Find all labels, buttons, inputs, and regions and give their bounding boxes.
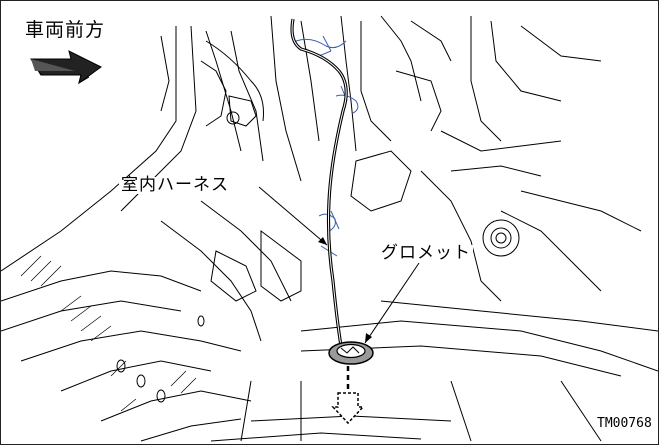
leader-lines [258, 186, 420, 344]
vehicle-front-label: 車両前方 [25, 19, 106, 41]
interior-harness-label: 室内ハーネス [119, 175, 231, 195]
interior-harness [290, 18, 348, 347]
grommet-icon [328, 341, 374, 365]
figure-code-label: TM00768 [597, 416, 652, 431]
body-structure-lines [1, 15, 658, 442]
grommet-label: グロメット [379, 243, 473, 263]
hatching [20, 255, 197, 412]
front-direction-arrow-icon [30, 50, 102, 85]
pass-through-arrow-icon [331, 392, 365, 425]
